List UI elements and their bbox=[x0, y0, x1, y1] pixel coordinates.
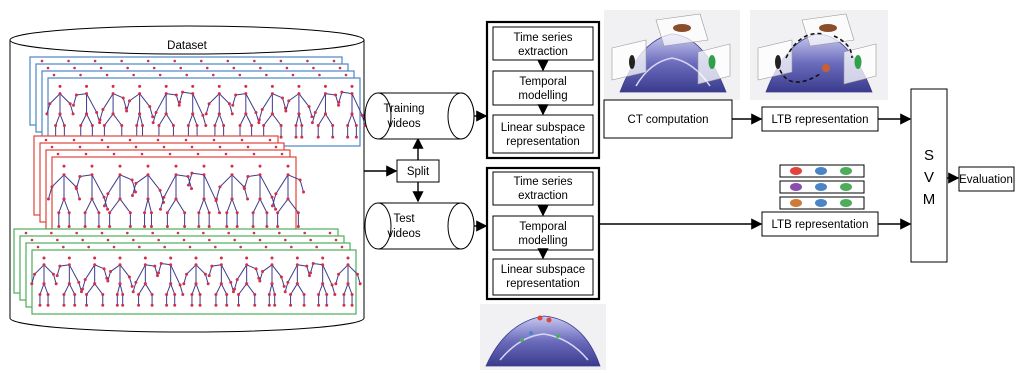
train-linear-subspace-box bbox=[492, 114, 594, 154]
train-time-series-extraction-box bbox=[492, 26, 594, 61]
manifold-thumbnail-top-right bbox=[750, 10, 888, 100]
evaluation-label: Evaluation bbox=[959, 174, 1013, 186]
test-videos-cylinder: Test videos bbox=[364, 202, 475, 250]
test-videos-line1: Test bbox=[393, 213, 415, 225]
svm-letter-s: S bbox=[924, 147, 934, 164]
test-step1-line2: extraction bbox=[518, 190, 568, 202]
test-linear-subspace-box bbox=[492, 258, 594, 296]
training-videos-line1: Training bbox=[383, 103, 424, 115]
ltb-histogram-stack bbox=[779, 164, 865, 210]
test-pipeline: Time series extraction Temporal modellin… bbox=[485, 166, 601, 301]
train-step2-line2: modelling bbox=[518, 90, 567, 102]
test-videos-line2: videos bbox=[387, 228, 420, 240]
svm-letter-m: M bbox=[923, 191, 936, 208]
train-step1-line1: Time series bbox=[514, 32, 573, 44]
test-step2-line1: Temporal bbox=[519, 221, 566, 233]
ltb-test-label: LTB representation bbox=[772, 219, 869, 231]
training-videos-line2: videos bbox=[387, 118, 420, 130]
skeleton-sequence-group-blue bbox=[29, 56, 367, 147]
training-pipeline: Time series extraction Temporal modellin… bbox=[485, 20, 601, 160]
train-step2-line1: Temporal bbox=[519, 76, 566, 88]
dataset-label: Dataset bbox=[167, 40, 207, 52]
svm-letter-v: V bbox=[924, 169, 934, 186]
svm-box bbox=[910, 88, 948, 263]
test-step3-line1: Linear subspace bbox=[501, 264, 585, 276]
train-step1-line2: extraction bbox=[518, 46, 568, 58]
skeleton-sequence-group-red bbox=[33, 135, 306, 237]
ct-computation-label: CT computation bbox=[628, 114, 709, 126]
train-temporal-modelling-box bbox=[492, 70, 594, 106]
skeleton-sequence-group-green bbox=[13, 228, 362, 315]
evaluation-box bbox=[958, 166, 1015, 192]
manifold-thumbnail-top-left bbox=[604, 10, 740, 100]
ltb-representation-test-box bbox=[761, 211, 879, 237]
train-step3-line1: Linear subspace bbox=[501, 122, 585, 134]
split-label: Split bbox=[407, 166, 430, 178]
test-temporal-modelling-box bbox=[492, 215, 594, 251]
training-videos-cylinder: Training videos bbox=[364, 92, 475, 140]
test-step2-line2: modelling bbox=[518, 235, 567, 247]
test-step3-line2: representation bbox=[506, 278, 580, 290]
ltb-representation-train-box bbox=[761, 106, 879, 132]
test-step1-line1: Time series bbox=[514, 176, 573, 188]
ltb-train-label: LTB representation bbox=[772, 114, 869, 126]
train-step3-line2: representation bbox=[506, 136, 580, 148]
test-time-series-extraction-box bbox=[492, 171, 594, 206]
manifold-thumbnail-bottom bbox=[480, 304, 606, 370]
